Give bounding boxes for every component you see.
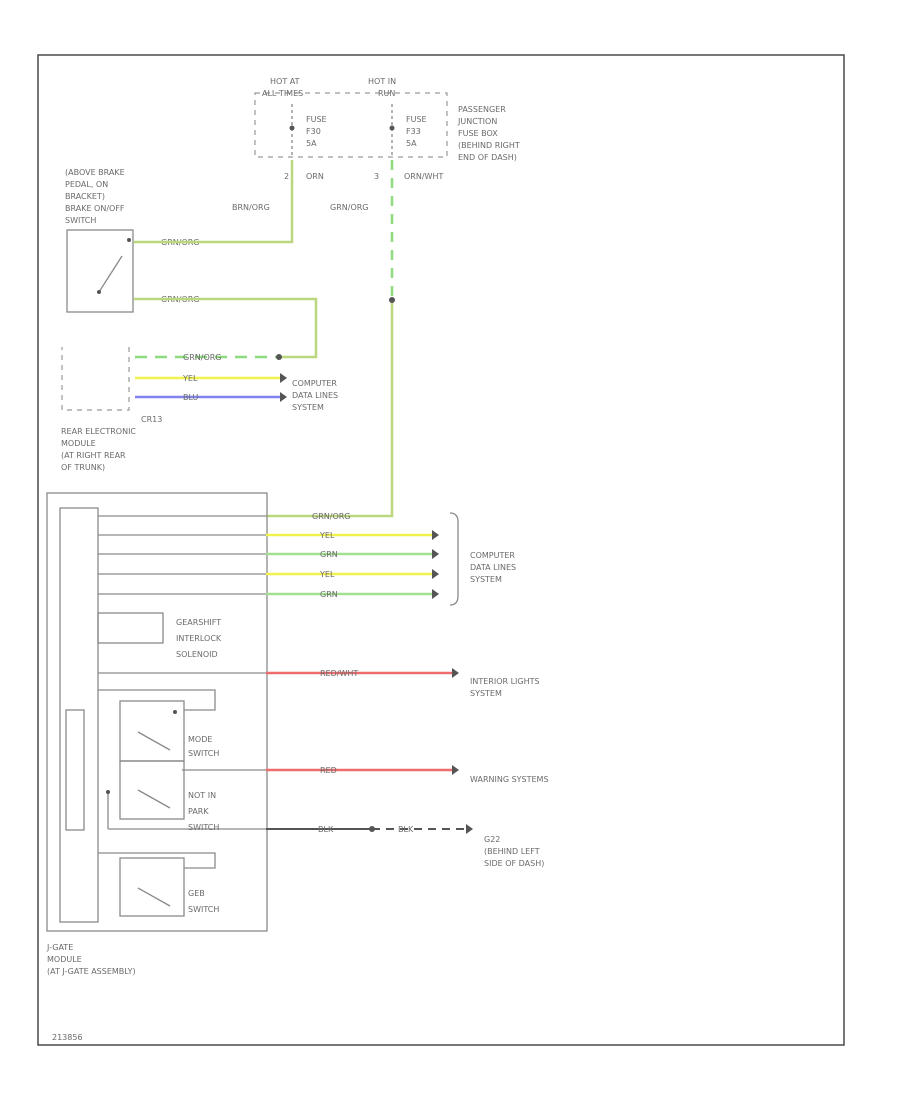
jgate-ground-wire-1-color: BLK bbox=[318, 825, 334, 834]
diagram-code: 213856 bbox=[52, 1033, 83, 1042]
brake-switch: (ABOVE BRAKE PEDAL, ON BRACKET) BRAKE ON… bbox=[65, 168, 369, 313]
jgate-label-2: MODULE bbox=[47, 955, 82, 964]
fuse-f30-number: F30 bbox=[306, 127, 321, 136]
diagram-frame bbox=[37, 54, 845, 1046]
jgate-wire-yel-1-arrow-icon bbox=[432, 530, 439, 540]
brake-switch-terminal-icon bbox=[127, 238, 131, 242]
jgate-data-wire-2-color: GRN bbox=[320, 550, 338, 559]
solenoid-label-3: SOLENOID bbox=[176, 650, 218, 659]
brake-switch-label-2: PEDAL, ON bbox=[65, 180, 108, 189]
fuse-left-pin: 2 bbox=[284, 172, 289, 181]
jgate-top-wire-color: GRN/ORG bbox=[312, 512, 351, 521]
ground-dest-1: G22 bbox=[484, 835, 500, 844]
fuse-f33-number: F33 bbox=[406, 127, 421, 136]
jgate-wire-grn-1-arrow-icon bbox=[432, 549, 439, 559]
fuse-right-pin: 3 bbox=[374, 172, 379, 181]
not-in-park-label-3: SWITCH bbox=[188, 823, 219, 832]
rear-connector-id: CR13 bbox=[141, 415, 162, 424]
rear-module-label-1: REAR ELECTRONIC bbox=[61, 427, 136, 436]
jgate-lights-wire-color: RED/WHT bbox=[320, 669, 358, 678]
jgate-data-wire-1-color: YEL bbox=[319, 531, 335, 540]
ground-dest-3: SIDE OF DASH) bbox=[484, 859, 544, 868]
rear-wire-grn-org-end-icon bbox=[276, 354, 282, 360]
interior-lights-dest-1: INTERIOR LIGHTS bbox=[470, 677, 540, 686]
rear-wire-blu-arrow-icon bbox=[280, 392, 287, 402]
jgate-wire-grn-2-arrow-icon bbox=[432, 589, 439, 599]
rear-module-label-4: OF TRUNK) bbox=[61, 463, 105, 472]
brake-right-vertical-wire-color: GRN/ORG bbox=[330, 203, 369, 212]
solenoid-label-2: INTERLOCK bbox=[176, 634, 222, 643]
jgate-label-1: J-GATE bbox=[46, 943, 73, 952]
rear-electronic-module: GRN/ORG YEL BLU COMPUTER DATA LINES SYST… bbox=[61, 347, 338, 472]
jgate-data-dest-2: DATA LINES bbox=[470, 563, 516, 572]
fuse-f30-name: FUSE bbox=[306, 115, 327, 124]
jgate-wire-red-wht-arrow-icon bbox=[452, 668, 459, 678]
ground-dest-2: (BEHIND LEFT bbox=[484, 847, 540, 856]
brake-switch-label-4: BRAKE ON/OFF bbox=[65, 204, 125, 213]
warning-systems-dest: WARNING SYSTEMS bbox=[470, 775, 549, 784]
geb-switch-label-1: GEB bbox=[188, 889, 205, 898]
interior-lights-dest-2: SYSTEM bbox=[470, 689, 502, 698]
fuse-box-label-2: JUNCTION bbox=[457, 117, 497, 126]
jgate-ground-wire-2-color: BLK bbox=[398, 825, 414, 834]
brake-switch-label-1: (ABOVE BRAKE bbox=[65, 168, 125, 177]
not-in-park-junction-icon bbox=[106, 790, 110, 794]
rear-wire-2-color: YEL bbox=[182, 374, 198, 383]
rear-dest-2: DATA LINES bbox=[292, 391, 338, 400]
wire-fuse-to-brake bbox=[134, 160, 294, 244]
jgate-wire-red-arrow-icon bbox=[452, 765, 459, 775]
rear-dest-3: SYSTEM bbox=[292, 403, 324, 412]
fuse-f33-name: FUSE bbox=[406, 115, 427, 124]
wire-fuse-to-jgate bbox=[266, 300, 394, 518]
rear-module-label-3: (AT RIGHT REAR bbox=[61, 451, 126, 460]
brake-switch-pivot-icon bbox=[97, 290, 101, 294]
fuse-box-label-5: END OF DASH) bbox=[458, 153, 517, 162]
rear-wire-yel-arrow-icon bbox=[280, 373, 287, 383]
wire-brake-to-rear-module bbox=[134, 297, 318, 359]
mode-switch-label-1: MODE bbox=[188, 735, 212, 744]
brake-switch-label-5: SWITCH bbox=[65, 216, 96, 225]
fuse-box-label-1: PASSENGER bbox=[458, 105, 506, 114]
solenoid-label-1: GEARSHIFT bbox=[176, 618, 221, 627]
passenger-junction-fuse-box: HOT AT ALL TIMES HOT IN RUN FUSE F30 5A … bbox=[254, 77, 520, 181]
fuse-f33-rating: 5A bbox=[406, 139, 417, 148]
data-lines-bracket-icon bbox=[449, 512, 459, 606]
mode-switch-label-2: SWITCH bbox=[188, 749, 219, 758]
mode-switch-terminal-icon bbox=[173, 710, 177, 714]
not-in-park-label-2: PARK bbox=[188, 807, 209, 816]
hot-at-all-times-sub: ALL TIMES bbox=[262, 89, 303, 98]
jgate-data-wire-3-color: YEL bbox=[319, 570, 335, 579]
fuse-box-label-4: (BEHIND RIGHT bbox=[458, 141, 520, 150]
fuse-f30-icon bbox=[289, 125, 295, 131]
fuse-left-color: ORN bbox=[306, 172, 324, 181]
rear-dest-1: COMPUTER bbox=[292, 379, 337, 388]
jgate-warning-wire-color: RED bbox=[320, 766, 337, 775]
rear-wire-3-color: BLU bbox=[183, 393, 199, 402]
brake-switch-label-3: BRACKET) bbox=[65, 192, 105, 201]
rear-wire-1-color: GRN/ORG bbox=[183, 353, 222, 362]
jgate-label-3: (AT J-GATE ASSEMBLY) bbox=[47, 967, 136, 976]
hot-at-all-times-label: HOT AT bbox=[270, 77, 300, 86]
splice-icon bbox=[389, 297, 395, 303]
rear-module-label-2: MODULE bbox=[61, 439, 96, 448]
jgate-data-dest-3: SYSTEM bbox=[470, 575, 502, 584]
jgate-module: GEARSHIFT INTERLOCK SOLENOID MODE SWITCH… bbox=[46, 492, 268, 976]
fuse-right-color: ORN/WHT bbox=[404, 172, 443, 181]
jgate-data-wire-4-color: GRN bbox=[320, 590, 338, 599]
brake-left-vertical-wire-color: BRN/ORG bbox=[232, 203, 270, 212]
geb-switch-label-2: SWITCH bbox=[188, 905, 219, 914]
fuse-f30-rating: 5A bbox=[306, 139, 317, 148]
fuse-f33-icon bbox=[389, 125, 395, 131]
jgate-data-dest-1: COMPUTER bbox=[470, 551, 515, 560]
hot-in-run-label: HOT IN bbox=[368, 77, 396, 86]
brake-switch-contact-icon bbox=[98, 255, 123, 293]
hot-in-run-sub: RUN bbox=[378, 89, 395, 98]
jgate-wire-yel-2-arrow-icon bbox=[432, 569, 439, 579]
ground-arrow-icon bbox=[466, 824, 473, 834]
jgate-wires: GRN/ORG YEL GRN YEL GRN COMPUTER DATA LI… bbox=[266, 512, 549, 868]
fuse-box-label-3: FUSE BOX bbox=[458, 129, 498, 138]
not-in-park-label-1: NOT IN bbox=[188, 791, 216, 800]
